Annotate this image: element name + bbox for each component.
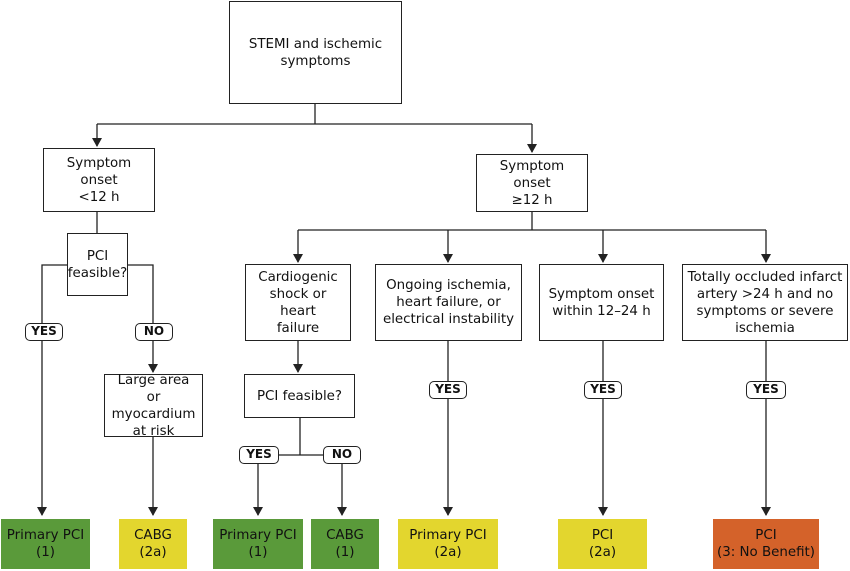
cardiogenic-node: Cardiogenic shock or heart failure — [245, 264, 351, 341]
outcome-pci: PCI (2a) — [558, 519, 647, 569]
no-label: NO — [135, 323, 173, 341]
outcome-primary-pci: Primary PCI (2a) — [398, 519, 498, 569]
yes-label: YES — [429, 381, 467, 399]
onset-12-24-node: Symptom onset within 12–24 h — [539, 264, 664, 341]
yes-label: YES — [239, 446, 279, 464]
pci-feasible-node-2: PCI feasible? — [244, 374, 355, 418]
outcome-pci-no-benefit: PCI (3: No Benefit) — [713, 519, 819, 569]
no-label: NO — [323, 446, 361, 464]
yes-label: YES — [746, 381, 786, 399]
root-node: STEMI and ischemic symptoms — [229, 1, 402, 104]
yes-label: YES — [584, 381, 622, 399]
large-area-node: Large area or myocardium at risk — [104, 373, 203, 439]
onset-ge12-node: Symptom onset ≥12 h — [476, 154, 588, 212]
yes-label: YES — [25, 323, 63, 341]
outcome-primary-pci: Primary PCI (1) — [213, 519, 303, 569]
pci-feasible-node-1: PCI feasible? — [67, 233, 128, 296]
ongoing-ischemia-node: Ongoing ischemia, heart failure, or elec… — [375, 264, 522, 341]
occluded-artery-node: Totally occluded infarct artery >24 h an… — [682, 264, 848, 341]
outcome-cabg: CABG (2a) — [119, 519, 187, 569]
outcome-primary-pci: Primary PCI (1) — [1, 519, 90, 569]
onset-lt12-node: Symptom onset <12 h — [43, 148, 155, 212]
outcome-cabg: CABG (1) — [311, 519, 379, 569]
